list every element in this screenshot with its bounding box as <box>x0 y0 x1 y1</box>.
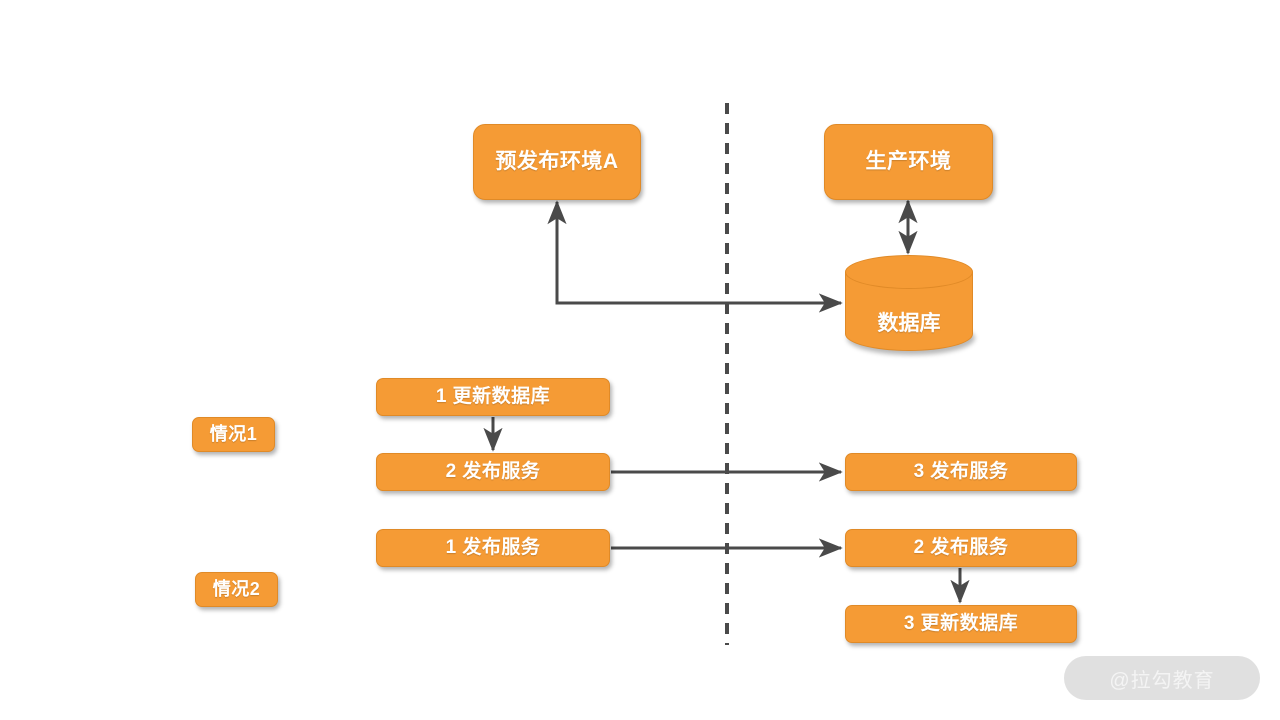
production-environment-label: 生产环境 <box>865 150 952 174</box>
step-box-case1-left-2[interactable]: 2 发布服务 <box>376 453 610 491</box>
step-label: 3 发布服务 <box>913 460 1009 482</box>
step-label: 1 发布服务 <box>445 536 541 558</box>
connector-database-to-pre-release <box>547 200 843 313</box>
case-label-1: 情况1 <box>192 417 275 452</box>
pre-release-environment-label: 预发布环境A <box>495 150 619 174</box>
database-cylinder[interactable]: 数据库 <box>845 255 973 351</box>
step-label: 2 发布服务 <box>913 536 1009 558</box>
case-label-2-text: 情况2 <box>212 578 261 599</box>
step-box-case1-right-3[interactable]: 3 发布服务 <box>845 453 1077 491</box>
step-box-case2-right-3[interactable]: 3 更新数据库 <box>845 605 1077 643</box>
step-label: 1 更新数据库 <box>435 385 551 407</box>
step-label: 2 发布服务 <box>445 460 541 482</box>
production-environment-box[interactable]: 生产环境 <box>824 124 993 200</box>
database-label: 数据库 <box>877 312 941 335</box>
step-box-case2-right-2[interactable]: 2 发布服务 <box>845 529 1077 567</box>
case-label-2: 情况2 <box>195 572 278 607</box>
step-label: 3 更新数据库 <box>903 612 1019 634</box>
watermark-badge: @拉勾教育 <box>1064 656 1260 700</box>
database-cylinder-top <box>845 255 973 289</box>
step-box-case2-left-1[interactable]: 1 发布服务 <box>376 529 610 567</box>
case-label-1-text: 情况1 <box>209 423 258 444</box>
step-box-case1-left-1[interactable]: 1 更新数据库 <box>376 378 610 416</box>
pre-release-environment-box[interactable]: 预发布环境A <box>473 124 641 200</box>
watermark-label: @拉勾教育 <box>1109 669 1215 692</box>
